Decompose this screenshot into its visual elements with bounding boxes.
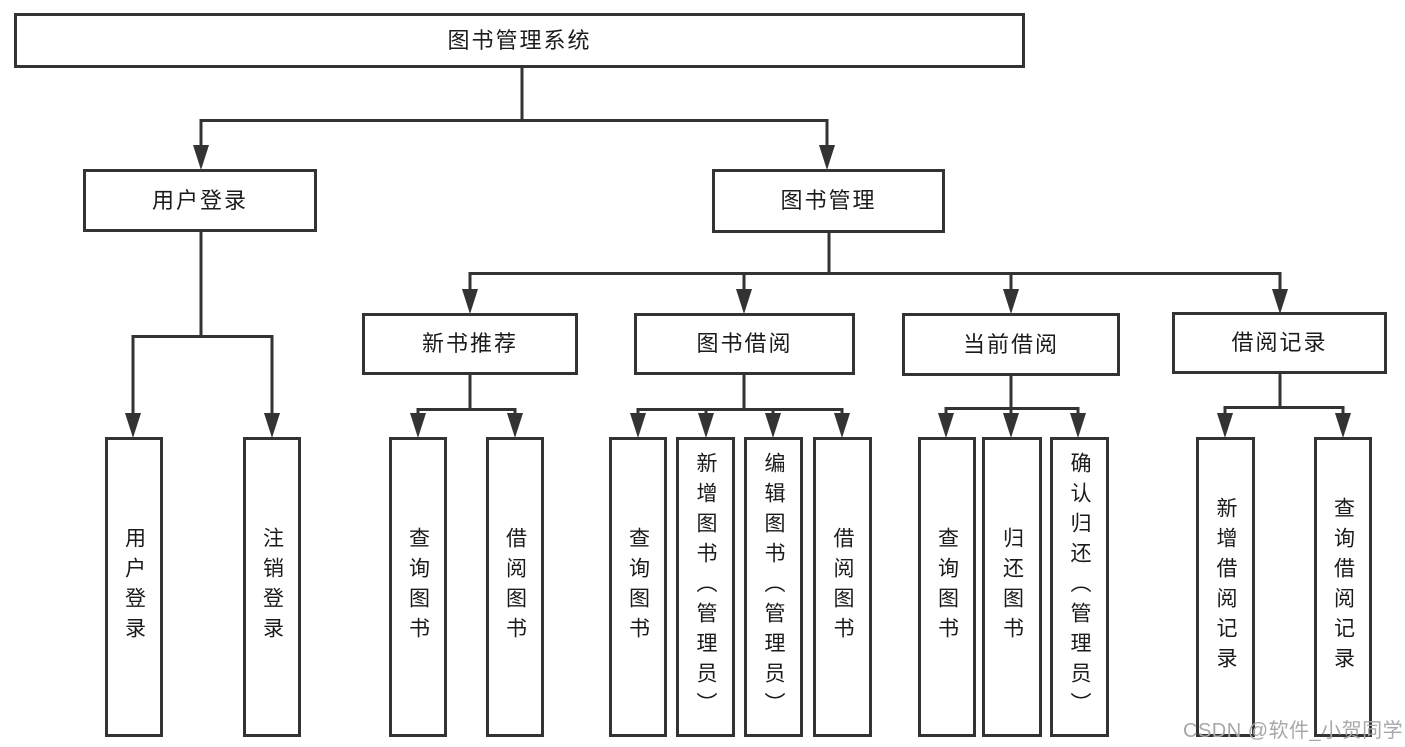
node-user-login-group-label: 用户登录 bbox=[151, 187, 248, 213]
leaf-query-books-borrowing: 查询图书 bbox=[609, 437, 667, 737]
leaf-confirm-return-admin: 确认归还（管理员） bbox=[1050, 437, 1109, 737]
leaf-borrow-books-recommend: 借阅图书 bbox=[486, 437, 544, 737]
node-book-management: 图书管理 bbox=[712, 169, 945, 233]
node-current-borrowing-label: 当前借阅 bbox=[962, 331, 1059, 357]
node-user-login-group: 用户登录 bbox=[83, 169, 317, 232]
leaf-user-login-label: 用户登录 bbox=[122, 527, 146, 647]
leaf-return-books: 归还图书 bbox=[982, 437, 1042, 737]
leaf-query-borrow-record: 查询借阅记录 bbox=[1314, 437, 1372, 737]
leaf-return-books-label: 归还图书 bbox=[1000, 527, 1024, 647]
csdn-watermark: CSDN @软件_小贺同学 bbox=[1183, 720, 1404, 742]
leaf-user-login: 用户登录 bbox=[105, 437, 163, 737]
node-borrowing-records: 借阅记录 bbox=[1172, 312, 1387, 374]
leaf-query-books-current-label: 查询图书 bbox=[935, 527, 959, 647]
node-book-borrowing: 图书借阅 bbox=[634, 313, 855, 375]
node-book-management-label: 图书管理 bbox=[780, 188, 877, 213]
leaf-add-borrow-record: 新增借阅记录 bbox=[1196, 437, 1255, 737]
leaf-query-books-current: 查询图书 bbox=[918, 437, 976, 737]
leaf-add-book-admin: 新增图书（管理员） bbox=[676, 437, 735, 737]
leaf-edit-book-admin: 编辑图书（管理员） bbox=[744, 437, 803, 737]
leaf-query-borrow-record-label: 查询借阅记录 bbox=[1331, 497, 1355, 677]
node-new-book-recommend-label: 新书推荐 bbox=[421, 331, 518, 356]
leaf-borrow-books-borrowing-label: 借阅图书 bbox=[831, 527, 854, 647]
leaf-logout: 注销登录 bbox=[243, 437, 301, 737]
leaf-add-book-admin-label: 新增图书（管理员） bbox=[694, 452, 717, 722]
node-system-root: 图书管理系统 bbox=[14, 13, 1025, 68]
leaf-confirm-return-admin-label: 确认归还（管理员） bbox=[1068, 452, 1091, 722]
leaf-query-books-borrowing-label: 查询图书 bbox=[626, 527, 650, 647]
node-book-borrowing-label: 图书借阅 bbox=[696, 331, 793, 356]
node-new-book-recommend: 新书推荐 bbox=[362, 313, 578, 375]
leaf-borrow-books-recommend-label: 借阅图书 bbox=[503, 527, 527, 647]
leaf-edit-book-admin-label: 编辑图书（管理员） bbox=[762, 452, 785, 722]
leaf-query-books-recommend: 查询图书 bbox=[389, 437, 447, 737]
leaf-query-books-recommend-label: 查询图书 bbox=[406, 527, 430, 647]
leaf-borrow-books-borrowing: 借阅图书 bbox=[813, 437, 872, 737]
leaf-add-borrow-record-label: 新增借阅记录 bbox=[1214, 497, 1237, 677]
node-current-borrowing: 当前借阅 bbox=[902, 313, 1120, 376]
leaf-logout-label: 注销登录 bbox=[260, 527, 284, 647]
node-system-root-label: 图书管理系统 bbox=[447, 27, 592, 53]
node-borrowing-records-label: 借阅记录 bbox=[1231, 330, 1328, 355]
